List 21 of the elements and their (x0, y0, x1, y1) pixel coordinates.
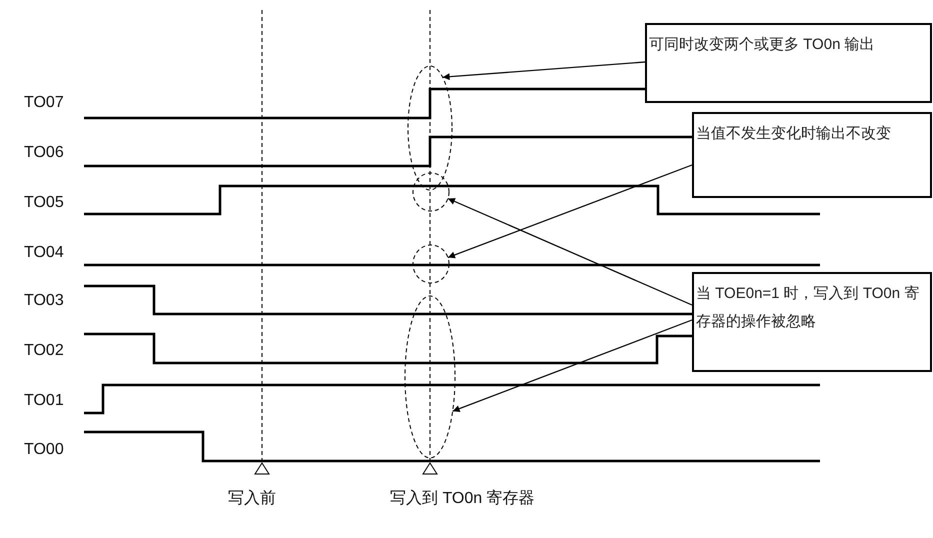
signal-name: TO04 (24, 244, 64, 262)
leader-arrow (442, 61, 646, 80)
callout-box: 当 TOE0n=1 时，写入到 TO0n 寄存器的操作被忽略 (692, 272, 932, 372)
dashed-ellipse (407, 65, 453, 191)
leader-arrow (452, 319, 692, 412)
signal-name: TO02 (24, 342, 64, 360)
leader-arrow (448, 198, 692, 306)
leader-arrow (448, 164, 692, 258)
signal-name: TO03 (24, 292, 64, 310)
signal-name: TO00 (24, 441, 64, 459)
signal-name: TO07 (24, 94, 64, 112)
callout-box: 可同时改变两个或更多 TO0n 输出 (645, 23, 932, 103)
signal-name: TO06 (24, 144, 64, 162)
time-label: 写入到 TO0n 寄存器 (390, 488, 535, 509)
dashed-ellipse (412, 172, 450, 212)
callout-box: 当值不发生变化时输出不改变 (692, 112, 932, 198)
dashed-ellipse (412, 244, 450, 284)
signal-name: TO05 (24, 194, 64, 212)
time-label: 写入前 (228, 488, 276, 509)
dashed-ellipse (404, 295, 456, 459)
signal-name: TO01 (24, 392, 64, 410)
